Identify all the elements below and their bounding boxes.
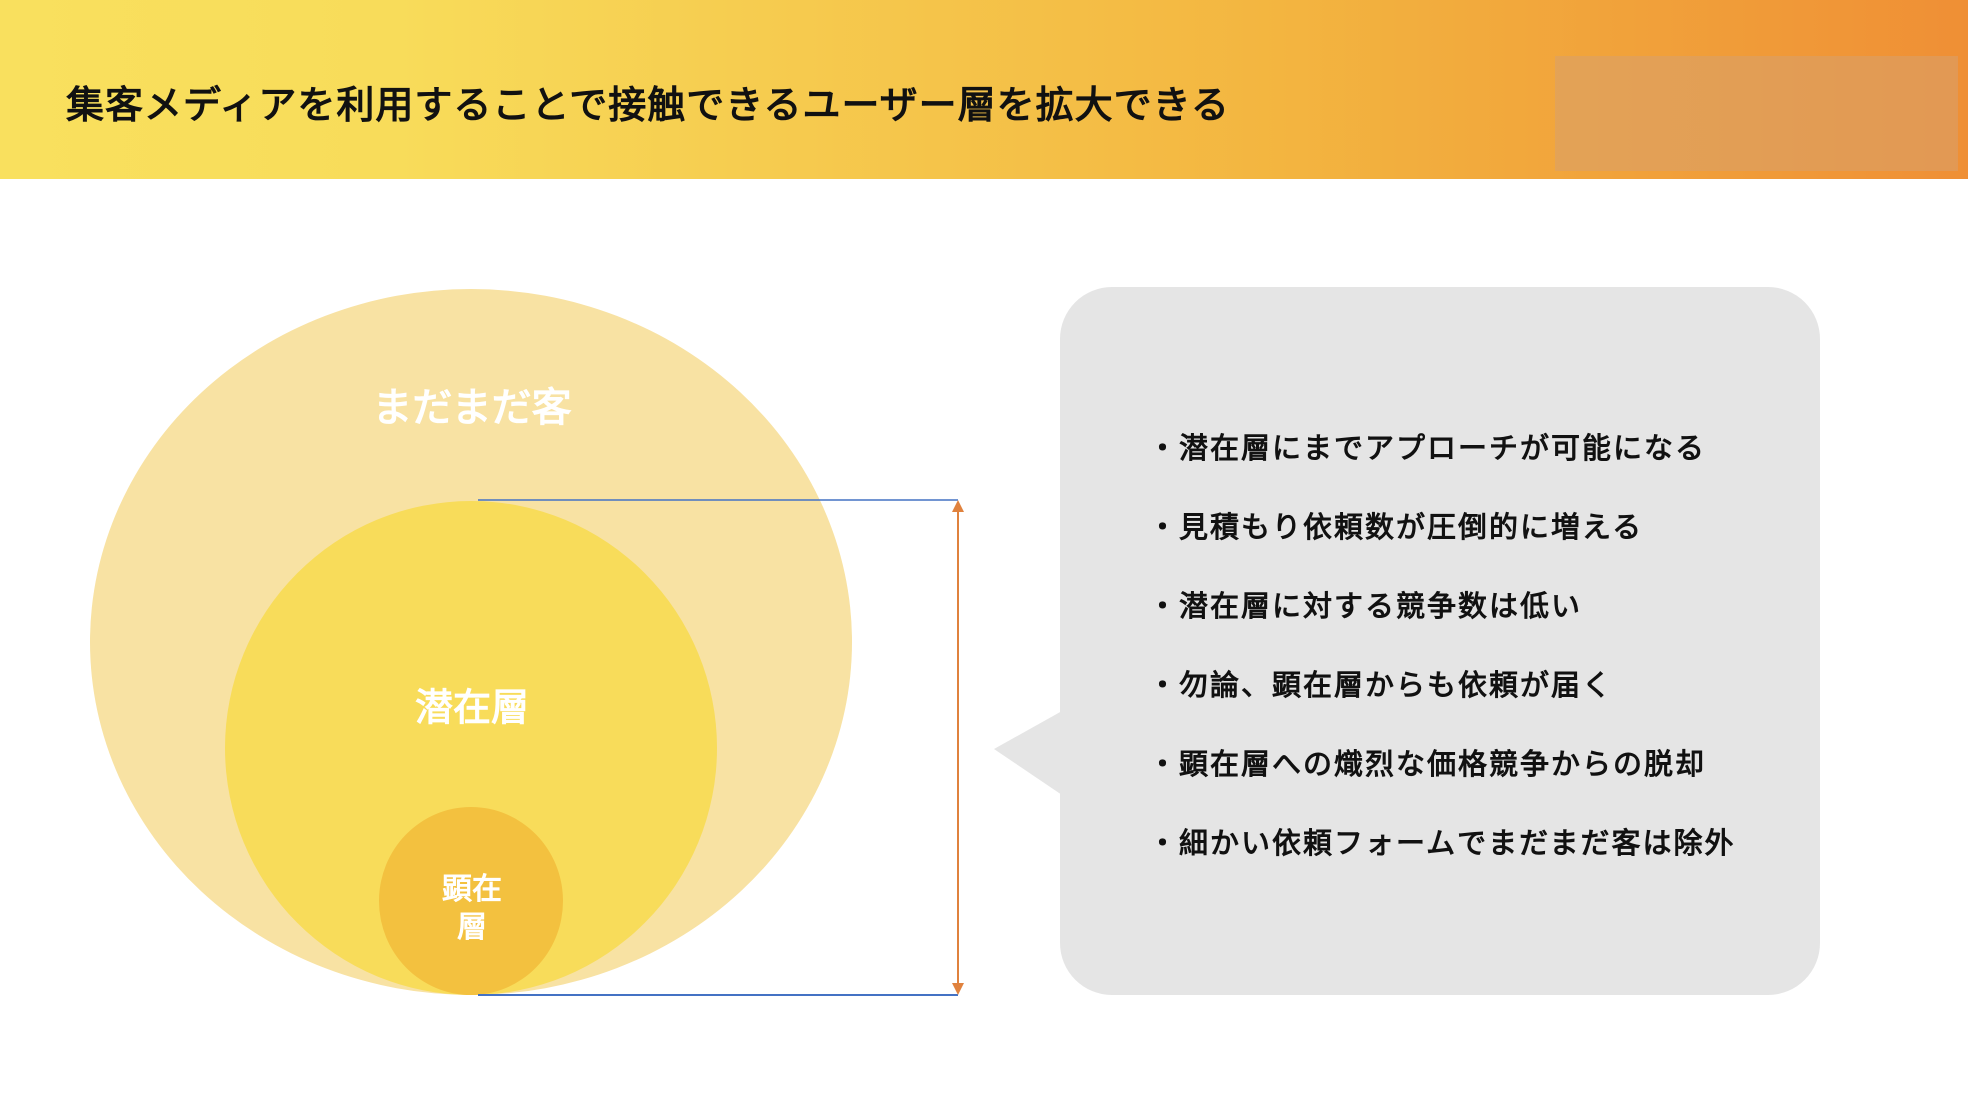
- list-item: ・細かい依頼フォームでまだまだ客は除外: [1148, 826, 1736, 860]
- arrow-head-down-icon: [952, 983, 964, 995]
- list-item: ・勿論、顕在層からも依頼が届く: [1148, 668, 1614, 702]
- benefits-list: ・潜在層にまでアプローチが可能になる ・見積もり依頼数が圧倒的に増える ・潜在層…: [1148, 425, 1736, 899]
- middle-circle-latent-layer: [225, 501, 717, 995]
- inner-circle-active-layer: [379, 807, 563, 995]
- list-item: ・潜在層にまでアプローチが可能になる: [1148, 431, 1707, 465]
- inner-label-line2: 層: [457, 910, 487, 945]
- list-item: ・潜在層に対する競争数は低い: [1148, 589, 1583, 623]
- benefits-callout: [1060, 287, 1820, 995]
- arrow-head-up-icon: [952, 500, 964, 512]
- list-item: ・見積もり依頼数が圧倒的に増える: [1148, 510, 1644, 544]
- header-banner: 集客メディアを利用することで接触できるユーザー層を拡大できる: [0, 0, 1968, 179]
- list-item: ・顕在層への熾烈な価格競争からの脱却: [1148, 747, 1707, 781]
- outer-label: まだまだ客: [372, 385, 572, 431]
- page-title: 集客メディアを利用することで接触できるユーザー層を拡大できる: [66, 83, 1230, 127]
- header-decoration: [1555, 56, 1958, 171]
- callout-pointer: [994, 711, 1062, 795]
- inner-label-line1: 顕在: [442, 872, 502, 907]
- middle-label: 潜在層: [414, 685, 530, 730]
